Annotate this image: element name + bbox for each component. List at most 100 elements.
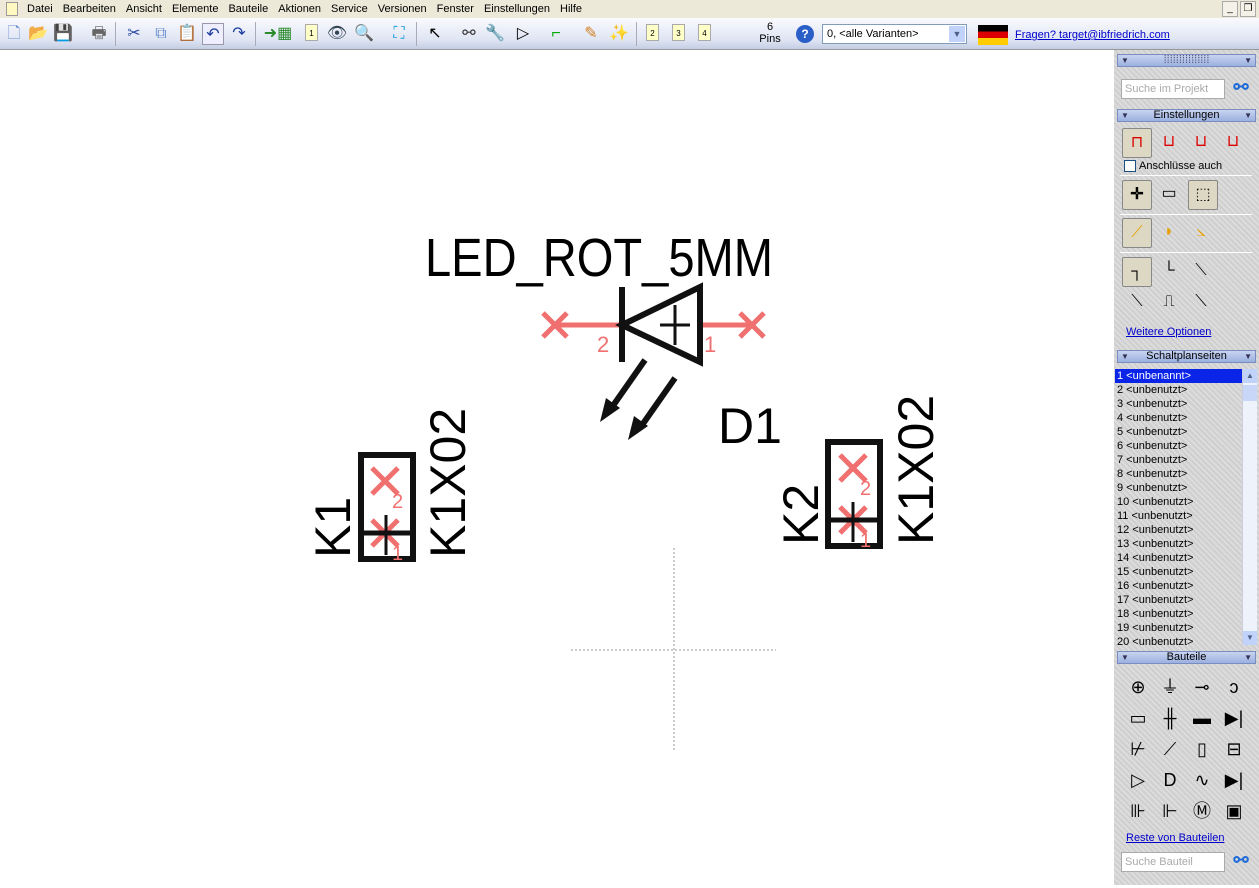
menu-hilfe[interactable]: Hilfe xyxy=(560,3,583,15)
resistor-icon[interactable]: ▭ xyxy=(1129,708,1147,728)
german-flag-icon[interactable] xyxy=(978,25,1008,45)
battery-icon[interactable]: ⊪ xyxy=(1130,801,1146,821)
connections-checkbox[interactable] xyxy=(1124,160,1136,172)
open-folder-icon[interactable]: 📂 xyxy=(28,25,48,42)
connections-checkbox-row[interactable]: Anschlüsse auch xyxy=(1124,160,1222,172)
pen-icon[interactable]: ✎ xyxy=(584,25,598,42)
page-list-item[interactable]: 6 <unbenutzt> xyxy=(1117,440,1188,452)
pages-panel-header[interactable]: ▼Schaltplanseiten▼ xyxy=(1117,350,1256,363)
buffer-gate-icon[interactable]: ▷ xyxy=(1131,770,1145,790)
page-list-item[interactable]: 13 <unbenutzt> xyxy=(1117,538,1194,550)
page-list-item[interactable]: 12 <unbenutzt> xyxy=(1117,524,1194,536)
project-search-input[interactable]: Suche im Projekt xyxy=(1121,79,1225,99)
page-list-item[interactable]: 17 <unbenutzt> xyxy=(1117,594,1194,606)
connector-icon[interactable]: ⊸ xyxy=(1194,677,1210,697)
binoculars-part-search-icon[interactable]: ⚯ xyxy=(1233,850,1249,870)
more-options-link[interactable]: Weitere Optionen xyxy=(1126,326,1212,338)
angle-45-icon[interactable]: ⟋ xyxy=(1122,218,1152,248)
wire-bend-icon[interactable]: ⟍ xyxy=(1131,293,1143,310)
transformer-icon[interactable]: ↄ xyxy=(1229,677,1239,697)
gate-icon[interactable]: ▷ xyxy=(516,25,530,42)
page-list-item[interactable]: 18 <unbenutzt> xyxy=(1117,608,1194,620)
page-list-item[interactable]: 2 <unbenutzt> xyxy=(1117,384,1188,396)
parts-panel-header[interactable]: ▼Bauteile▼ xyxy=(1117,651,1256,664)
route-mode-1-icon[interactable]: ⊓ xyxy=(1122,128,1152,158)
redo-icon[interactable]: ↷ xyxy=(232,25,246,42)
transistor-icon[interactable]: ⊬ xyxy=(1130,739,1146,759)
polar-capacitor-icon[interactable]: ⊩ xyxy=(1162,801,1178,821)
ground-icon[interactable]: ⏚ xyxy=(1161,677,1179,697)
page-list-item[interactable]: 7 <unbenutzt> xyxy=(1117,454,1188,466)
select-pointer-icon[interactable]: ↖ xyxy=(428,25,442,42)
menu-fenster[interactable]: Fenster xyxy=(436,3,474,15)
magic-wand-icon[interactable]: ✨ xyxy=(609,25,629,42)
display-icon[interactable]: ▣ xyxy=(1225,801,1243,821)
menu-elemente[interactable]: Elemente xyxy=(171,3,219,15)
digital-icon[interactable]: ∿ xyxy=(1194,770,1210,790)
and-gate-icon[interactable]: D xyxy=(1163,770,1177,790)
part-search-input[interactable]: Suche Bauteil xyxy=(1121,852,1225,872)
menu-bearbeiten[interactable]: Bearbeiten xyxy=(62,3,116,15)
restore-button[interactable]: ❐ xyxy=(1240,1,1256,17)
wire-rect-icon[interactable]: ┐ xyxy=(1122,257,1152,287)
menu-datei[interactable]: Datei xyxy=(27,3,53,15)
route-mode-4-icon[interactable]: ⊔ xyxy=(1226,133,1240,150)
binoculars-search-icon[interactable]: ⚯ xyxy=(1233,77,1249,97)
board-transfer-icon[interactable]: ➜▦ xyxy=(263,25,293,42)
zoom-fit-icon[interactable]: ⛶ xyxy=(393,25,405,42)
schematic-canvas[interactable]: LED_ROT_5MM 2 1 D1 2 1 K1 K1X02 2 1 K2 K… xyxy=(0,50,1114,885)
page-list-item[interactable]: 16 <unbenutzt> xyxy=(1117,580,1194,592)
page-list-item[interactable]: 3 <unbenutzt> xyxy=(1117,398,1188,410)
print-icon[interactable]: 🖶 xyxy=(91,25,107,42)
page-list-item[interactable]: 4 <unbenutzt> xyxy=(1117,412,1188,424)
minimize-button[interactable]: _ xyxy=(1222,1,1238,17)
save-icon[interactable]: 💾 xyxy=(53,25,73,42)
remaining-parts-link[interactable]: Reste von Bauteilen xyxy=(1126,832,1225,844)
binoculars-icon[interactable]: ⚯ xyxy=(462,25,476,42)
menu-ansicht[interactable]: Ansicht xyxy=(125,3,162,15)
resistor-filled-icon[interactable]: ▬ xyxy=(1193,708,1211,728)
chevron-down-icon[interactable]: ▼ xyxy=(949,26,965,42)
page-1-icon[interactable]: 1 xyxy=(305,24,318,41)
switch-icon[interactable]: ⟋ xyxy=(1163,739,1177,759)
arc-icon[interactable]: ◗ xyxy=(1164,223,1174,240)
settings-panel-header[interactable]: ▼Einstellungen▼ xyxy=(1117,109,1256,122)
cut-icon[interactable]: ✂ xyxy=(127,25,141,42)
menu-versionen[interactable]: Versionen xyxy=(377,3,427,15)
menu-service[interactable]: Service xyxy=(331,3,368,15)
diode-icon[interactable]: ▶| xyxy=(1224,708,1244,728)
zoom-icon[interactable]: 🔍 xyxy=(354,25,374,42)
page-list-item[interactable]: 15 <unbenutzt> xyxy=(1117,566,1194,578)
copy-icon[interactable]: ⧉ xyxy=(155,25,167,42)
wire-icon[interactable]: ⌐ xyxy=(551,25,561,42)
route-mode-3-icon[interactable]: ⊔ xyxy=(1194,133,1208,150)
led-symbol[interactable]: LED_ROT_5MM 2 1 D1 xyxy=(425,228,782,454)
page-list-item[interactable]: 19 <unbenutzt> xyxy=(1117,622,1194,634)
scroll-thumb[interactable] xyxy=(1243,385,1257,401)
tools-icon[interactable]: 🔧 xyxy=(485,25,505,42)
voltage-source-icon[interactable]: ⊕ xyxy=(1130,677,1146,697)
page-list-item[interactable]: 20 <unbenutzt> xyxy=(1117,636,1194,645)
pages-scrollbar[interactable]: ▲▼ xyxy=(1242,369,1257,645)
route-mode-2-icon[interactable]: ⊔ xyxy=(1162,133,1176,150)
menu-einstellungen[interactable]: Einstellungen xyxy=(483,3,551,15)
motor-icon[interactable]: Ⓜ xyxy=(1193,801,1211,821)
menu-aktionen[interactable]: Aktionen xyxy=(278,3,322,15)
connector-k1[interactable]: 2 1 K1 K1X02 xyxy=(305,408,476,565)
page-4-icon[interactable]: 4 xyxy=(698,24,711,41)
page-3-icon[interactable]: 3 xyxy=(672,24,685,41)
capacitor-icon[interactable]: ╫ xyxy=(1163,708,1177,728)
cross-cursor-icon[interactable]: ✛ xyxy=(1122,180,1152,210)
angle-free-icon[interactable]: ⦣ xyxy=(1196,223,1206,240)
page-list-item[interactable]: 14 <unbenutzt> xyxy=(1117,552,1194,564)
page-list-item[interactable]: 5 <unbenutzt> xyxy=(1117,426,1188,438)
page-2-icon[interactable]: 2 xyxy=(646,24,659,41)
scroll-down-icon[interactable]: ▼ xyxy=(1243,631,1257,645)
new-file-icon[interactable]: 🗋 xyxy=(7,25,21,42)
scroll-up-icon[interactable]: ▲ xyxy=(1243,369,1257,383)
wire-diag-icon[interactable]: ⟍ xyxy=(1195,262,1207,279)
page-list-item[interactable]: 8 <unbenutzt> xyxy=(1117,468,1188,480)
wire-step-icon[interactable]: ⎍ xyxy=(1163,293,1175,310)
move-part-icon[interactable]: ▭ xyxy=(1161,185,1177,202)
wire-l-icon[interactable]: └ xyxy=(1163,262,1175,279)
